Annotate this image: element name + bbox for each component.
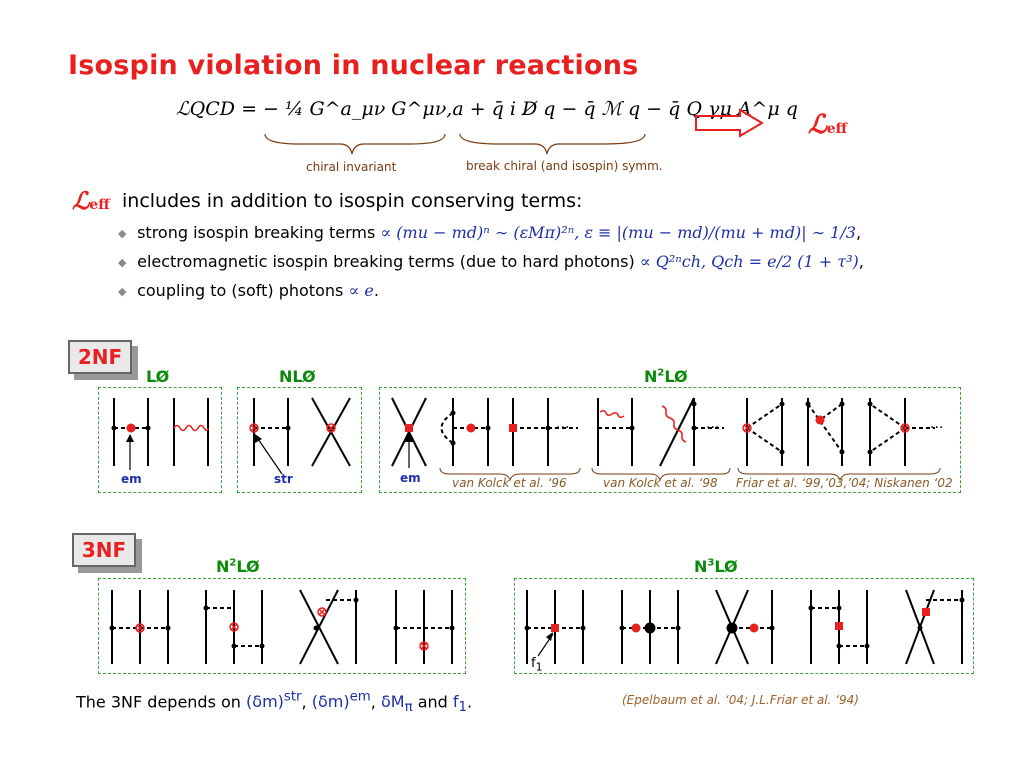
qcd-lagrangian: ℒQCD = − ¼ G^a_μν G^μν,a + q̄ i D̸ q − q… xyxy=(176,98,798,120)
box-3nf-n3lo xyxy=(514,578,974,674)
box-3nf-n2lo xyxy=(98,578,466,674)
intro-text: includes in addition to isospin conservi… xyxy=(122,190,583,212)
label-em-lo: em xyxy=(121,472,142,486)
order-3nf-n3lo: N3LØ xyxy=(694,557,738,576)
slide-title: Isospin violation in nuclear reactions xyxy=(68,50,639,81)
label-em-n2lo: em xyxy=(400,471,421,485)
bullet-icon: ◆ xyxy=(118,227,127,240)
footer-statement: The 3NF depends on (δm)str, (δm)em, δMπ … xyxy=(76,690,473,716)
label-f1: f1 xyxy=(531,656,543,674)
box-2nf-n2lo xyxy=(379,387,961,493)
lagrangian-braces xyxy=(264,133,646,155)
bullet-strong: ◆ strong isospin breaking terms ∝ (mu − … xyxy=(118,223,862,242)
diagram-lo-photon xyxy=(173,398,209,466)
diagram-n2lo-photon-pion xyxy=(597,398,633,466)
box-2nf-lo xyxy=(98,387,222,493)
brace-symmetry-breaking xyxy=(459,133,646,155)
citation-vankolck-98: van Kolck et al. ‘98 xyxy=(603,476,718,490)
bullet-electromagnetic: ◆ electromagnetic isospin breaking terms… xyxy=(118,252,864,271)
footer-citation: (Epelbaum et al. ‘04; J.L.Friar et al. ‘… xyxy=(622,693,859,707)
order-lo: LØ xyxy=(146,367,170,386)
diagram-n2lo-loop xyxy=(440,398,489,466)
citation-vankolck-96: van Kolck et al. ‘96 xyxy=(452,476,567,490)
diagram-n2lo-photon-cross xyxy=(659,397,724,467)
leff-inline-symbol: ℒeff xyxy=(72,186,110,215)
label-str: str xyxy=(274,472,293,486)
order-3nf-n2lo: N2LØ xyxy=(216,557,260,576)
bullet-icon: ◆ xyxy=(118,256,127,269)
bullet-icon: ◆ xyxy=(118,285,127,298)
order-nlo: NLØ xyxy=(279,367,316,386)
leff-symbol: ℒeff xyxy=(808,110,848,140)
diagram-n2lo-triangle-2 xyxy=(807,398,843,466)
box-2nf-nlo xyxy=(237,387,362,493)
diagram-nlo-str xyxy=(253,398,289,466)
citation-friar: Friar et al. ‘99,’03,’04; Niskanen ‘02 xyxy=(736,476,953,490)
svg-text:···: ··· xyxy=(706,420,719,436)
brace-chiral-invariant xyxy=(264,133,446,155)
svg-text:···: ··· xyxy=(556,420,569,436)
tag-2nf: 2NF xyxy=(68,340,132,374)
bullet-photons: ◆ coupling to (soft) photons ∝ e. xyxy=(118,281,379,300)
right-arrow-icon xyxy=(695,108,764,138)
order-n2lo: N2LØ xyxy=(644,367,688,386)
diagram-n2lo-triangle-1 xyxy=(746,398,783,466)
label-break-chiral: break chiral (and isospin) symm. xyxy=(466,159,663,173)
svg-text:···: ··· xyxy=(930,420,943,436)
label-chiral-invariant: chiral invariant xyxy=(306,160,397,174)
tag-3nf: 3NF xyxy=(72,533,136,567)
